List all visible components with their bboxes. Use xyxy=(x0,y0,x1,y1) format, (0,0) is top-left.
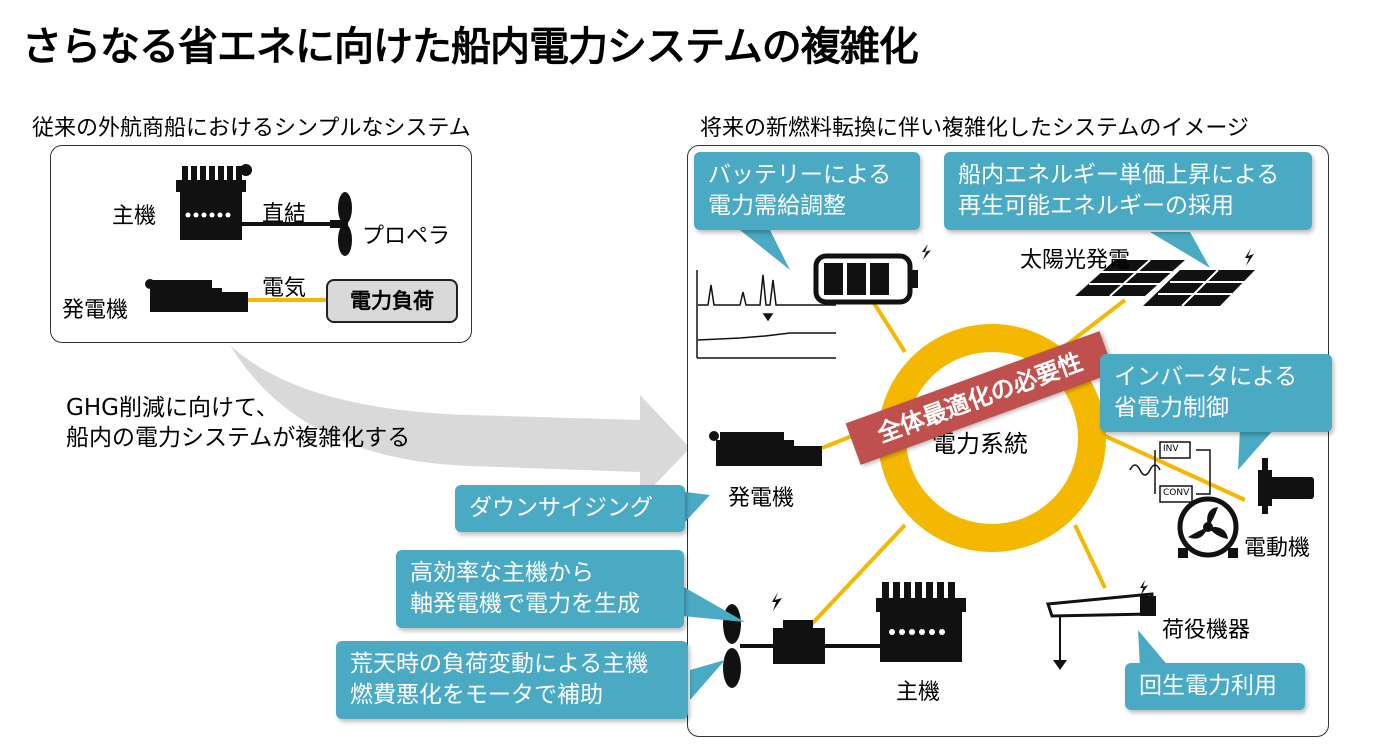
motor-label: 電動機 xyxy=(1244,536,1311,561)
shaft-gen-callout: 高効率な主機から 軸発電機で電力を生成 xyxy=(396,550,684,628)
power-load-box: 電力負荷 xyxy=(326,279,458,323)
inverter-callout-tail xyxy=(1238,428,1275,470)
assist-callout-line1: 荒天時の負荷変動による主機 xyxy=(350,651,649,677)
cargo-label: 荷役機器 xyxy=(1162,618,1251,643)
battery-callout-line2: 電力需給調整 xyxy=(708,193,846,219)
waveform-graph-icon xyxy=(696,270,836,359)
generator-label-right: 発電機 xyxy=(728,486,795,511)
battery-icon xyxy=(813,244,931,305)
inv-label: INV xyxy=(1163,444,1179,454)
spoke-cargo xyxy=(1073,524,1107,589)
fan-icon xyxy=(1177,496,1239,558)
solar-label: 太陽光発電 xyxy=(1020,248,1131,273)
main-engine-icon xyxy=(176,164,252,240)
renewable-callout-line1: 船内エネルギー単価上昇による xyxy=(958,162,1280,188)
regen-callout-tail xyxy=(1138,630,1170,668)
spoke-main xyxy=(806,523,907,630)
generator-label: 発電機 xyxy=(62,298,129,323)
assist-callout-line2: 燃費悪化をモータで補助 xyxy=(350,682,603,708)
shaft-gen-callout-line2: 軸発電機で電力を生成 xyxy=(410,591,640,617)
main-engine-label-right: 主機 xyxy=(896,680,941,705)
downsizing-callout-tail xyxy=(685,492,710,522)
regen-callout-line1: 回生電力利用 xyxy=(1139,673,1277,699)
shaft-gen-callout-tail xyxy=(682,586,745,622)
electric-label: 電気 xyxy=(262,276,307,301)
power-system-label: 電力系統 xyxy=(932,430,1028,458)
main-engine-label: 主機 xyxy=(112,204,157,229)
arrow-text-line1: GHG削減に向けて、 xyxy=(66,395,279,421)
page-title: さらなる省エネに向けた船内電力システムの複雑化 xyxy=(22,24,919,70)
shaft-generator-icon xyxy=(772,592,825,664)
crane-icon xyxy=(1045,580,1156,670)
propeller-icon xyxy=(330,192,352,256)
downsizing-callout-line1: ダウンサイジング xyxy=(469,495,653,521)
regen-callout: 回生電力利用 xyxy=(1125,663,1305,710)
battery-callout-line1: バッテリーによる xyxy=(708,162,892,188)
inverter-callout-line2: 省電力制御 xyxy=(1114,395,1229,421)
inverter-callout: インバータによる 省電力制御 xyxy=(1100,354,1332,432)
propeller-label: プロペラ xyxy=(362,224,451,249)
arrow-text-line2: 船内の電力システムが複雑化する xyxy=(66,425,411,451)
motor-icon xyxy=(1258,458,1314,514)
spoke-motor xyxy=(1102,433,1246,502)
inverter-diagram-icon xyxy=(1129,441,1211,503)
solar-panel-icon xyxy=(1075,248,1255,307)
downsizing-callout: ダウンサイジング xyxy=(455,485,685,532)
renewable-callout: 船内エネルギー単価上昇による 再生可能エネルギーの採用 xyxy=(944,152,1312,230)
spoke-battery xyxy=(870,298,907,354)
right-heading: 将来の新燃料転換に伴い複雑化したシステムのイメージ xyxy=(700,116,1249,141)
left-heading: 従来の外航商船におけるシンプルなシステム xyxy=(32,116,471,141)
battery-callout: バッテリーによる 電力需給調整 xyxy=(694,152,920,230)
renewable-callout-line2: 再生可能エネルギーの採用 xyxy=(958,193,1234,219)
transition-arrow xyxy=(230,345,690,500)
direct-label: 直結 xyxy=(262,202,307,227)
conv-label: CONV xyxy=(1163,488,1190,498)
shaft-gen-callout-line1: 高効率な主機から xyxy=(410,560,594,586)
assist-callout-tail xyxy=(690,660,725,700)
main-engine-icon-right xyxy=(876,582,966,662)
assist-callout: 荒天時の負荷変動による主機 燃費悪化をモータで補助 xyxy=(336,641,688,719)
generator-icon xyxy=(145,279,248,312)
generator-icon-right xyxy=(709,431,822,466)
inverter-callout-line1: インバータによる xyxy=(1114,364,1298,390)
battery-callout-tail xyxy=(740,230,790,270)
renewable-callout-tail xyxy=(1150,232,1210,268)
